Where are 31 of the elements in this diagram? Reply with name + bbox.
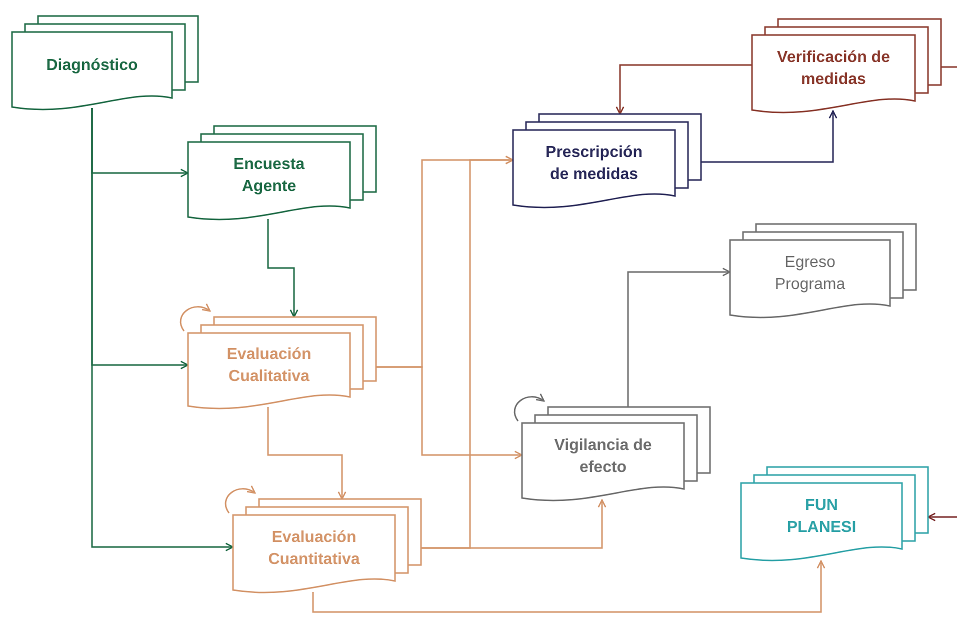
- stacked-document-shape: [730, 224, 916, 320]
- connector-arrow: [616, 64, 752, 115]
- connector-arrow: [627, 268, 731, 407]
- connector-arrow: [91, 108, 234, 552]
- node-label: Egreso Programa: [774, 253, 846, 295]
- stacked-document-shape: [752, 19, 941, 115]
- node-label: Evaluación Cuantitativa: [267, 528, 361, 570]
- node-label: Encuesta Agente: [232, 155, 306, 197]
- connector-arrow: [376, 366, 523, 460]
- stacked-document-shape: [188, 317, 376, 411]
- node-label: Verificación de medidas: [776, 48, 891, 90]
- node-label: Prescripción de medidas: [544, 143, 644, 185]
- node-label: Evaluación Cualitativa: [226, 345, 312, 387]
- stacked-document-shape: [741, 467, 928, 563]
- connector-arrow: [312, 560, 826, 613]
- connector-arrow: [701, 110, 838, 163]
- connector-arrow: [927, 512, 957, 522]
- node-label: FUN PLANESI: [786, 496, 858, 538]
- node-label: Vigilancia de efecto: [553, 436, 653, 478]
- connector-arrow: [267, 407, 346, 500]
- stacked-document-shape: [188, 126, 376, 222]
- loop-arrow: [514, 394, 545, 422]
- stacked-document-shape: [233, 499, 421, 595]
- node-label: Diagnóstico: [46, 56, 138, 76]
- stacked-document-shape: [513, 114, 701, 210]
- stacked-document-shape: [12, 16, 198, 112]
- loop-arrow: [180, 304, 211, 332]
- connector-arrow: [421, 499, 606, 549]
- connector-arrow: [267, 219, 298, 318]
- loop-arrow: [224, 486, 256, 514]
- stacked-document-shape: [522, 407, 710, 503]
